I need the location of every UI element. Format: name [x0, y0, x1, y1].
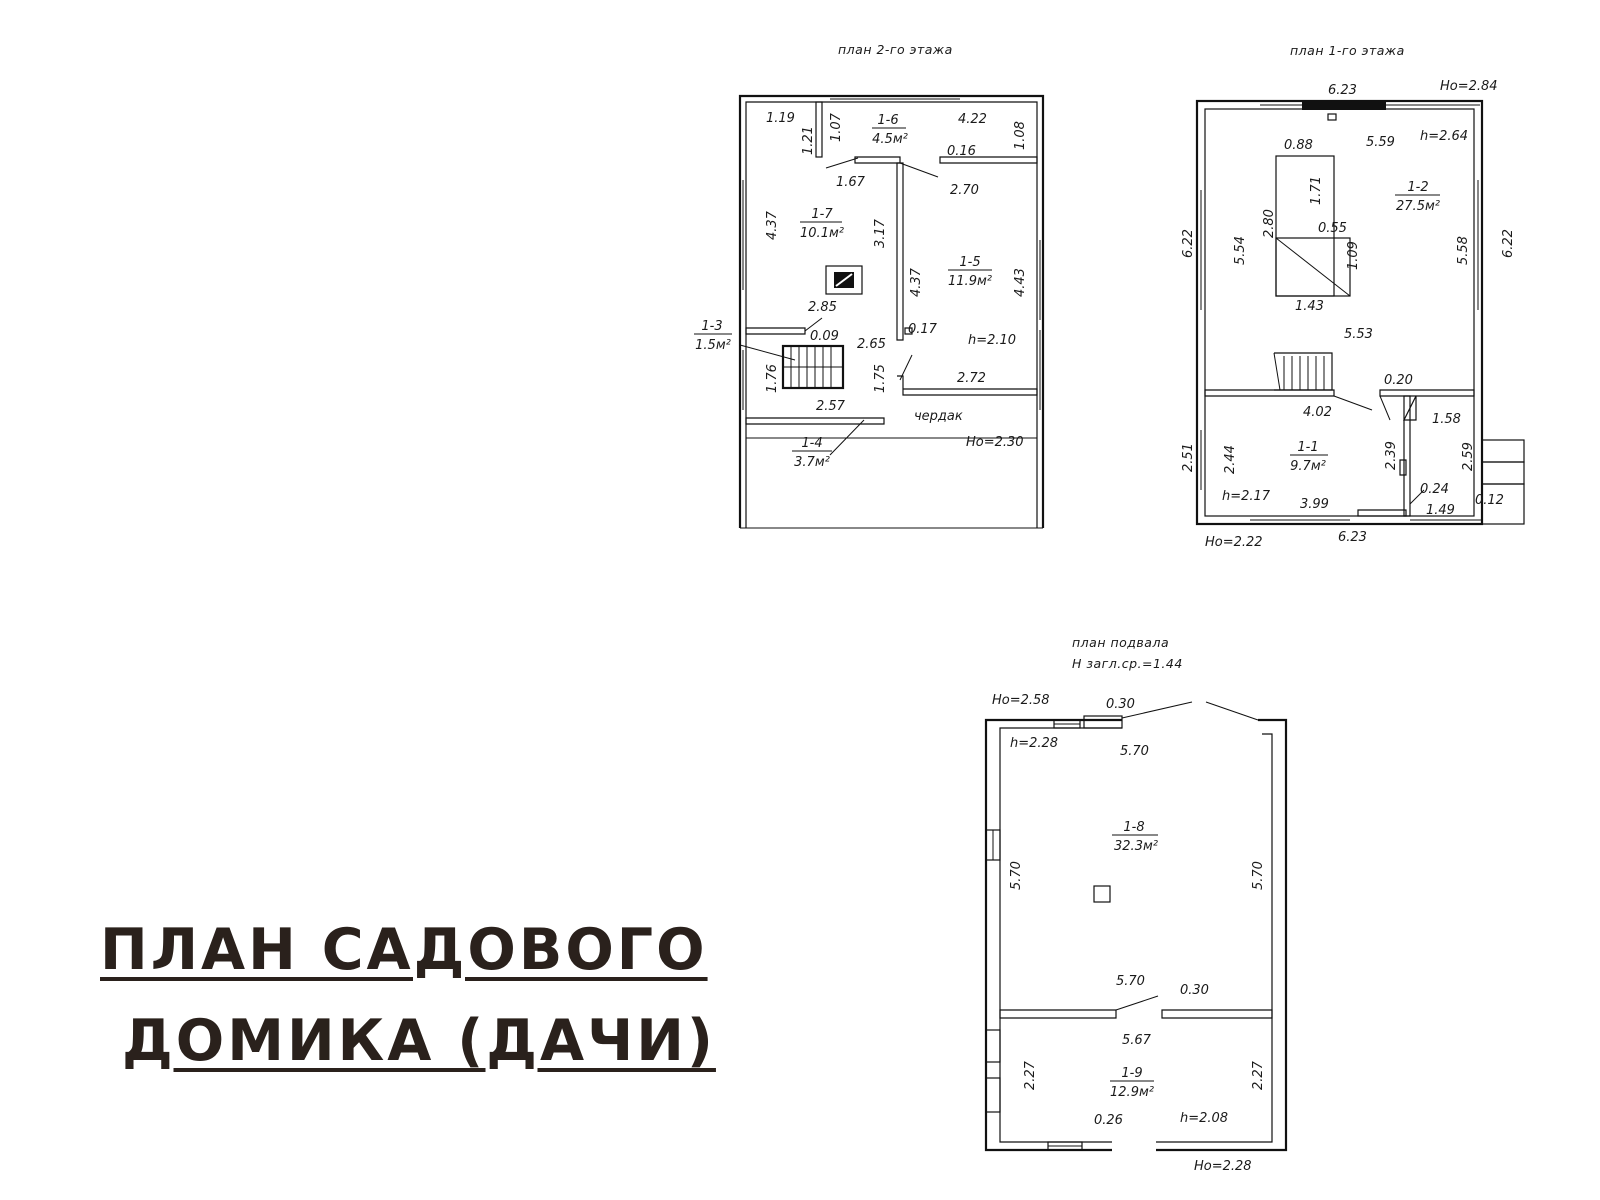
dim: Но=2.28 — [1194, 1159, 1252, 1174]
dim: 1.21 — [801, 126, 816, 155]
dim: 3.99 — [1300, 497, 1329, 512]
dim: 3.17 — [873, 218, 888, 248]
dim: h=2.64 — [1420, 129, 1468, 144]
room-1-8-id: 1-8 — [1123, 820, 1144, 835]
title-line-1: ПЛАН САДОВОГО — [100, 917, 708, 983]
dim: Но=2.84 — [1440, 79, 1498, 94]
dim: 2.27 — [1023, 1060, 1038, 1090]
dim: 5.58 — [1456, 236, 1471, 265]
dim: 0.20 — [1384, 373, 1413, 388]
room-1-7-id: 1-7 — [811, 207, 833, 222]
room-1-6-area: 4.5м² — [872, 132, 908, 147]
room-1-4-id: 1-4 — [801, 436, 822, 451]
dim: 5.70 — [1009, 861, 1024, 890]
dim: 4.02 — [1303, 405, 1332, 420]
dim: 0.24 — [1420, 482, 1449, 497]
first-floor-heading: план 1-го этажа — [1290, 43, 1405, 58]
room-1-5-area: 11.9м² — [948, 274, 992, 289]
dim: 5.67 — [1122, 1033, 1152, 1048]
title-line-2: ДОМИКА (ДАЧИ) — [122, 1008, 716, 1075]
dim: 6.22 — [1501, 229, 1516, 258]
room-1-1-id: 1-1 — [1297, 440, 1318, 455]
dim: 5.53 — [1344, 327, 1373, 342]
dim: 6.23 — [1328, 83, 1357, 98]
first-floor-plan: план 1-го этажа — [1181, 43, 1525, 550]
dim: 0.16 — [947, 144, 976, 159]
dim: 1.49 — [1426, 503, 1455, 518]
dim: 5.70 — [1251, 861, 1266, 890]
dim: 5.70 — [1120, 744, 1149, 759]
dim: 2.65 — [857, 337, 886, 352]
dim: Но=2.30 — [966, 435, 1024, 450]
dim: 2.44 — [1223, 445, 1238, 474]
room-1-3-area: 1.5м² — [695, 338, 731, 353]
dim: 1.71 — [1309, 176, 1324, 205]
dim: 1.08 — [1013, 121, 1028, 150]
dim: Но=2.22 — [1205, 535, 1263, 550]
dim: 4.22 — [958, 112, 987, 127]
dim: 2.51 — [1181, 443, 1196, 472]
dim: 6.22 — [1181, 229, 1196, 258]
dim: 1.76 — [765, 364, 780, 393]
room-1-1-area: 9.7м² — [1290, 459, 1326, 474]
dim: 0.26 — [1094, 1113, 1123, 1128]
attic-label: чердак — [914, 409, 963, 424]
room-1-7-area: 10.1м² — [800, 226, 844, 241]
dim: 2.57 — [816, 399, 846, 414]
room-1-2-id: 1-2 — [1407, 180, 1428, 195]
dim: 4.43 — [1013, 268, 1028, 297]
room-1-5-id: 1-5 — [959, 255, 980, 270]
basement-heading: план подвала — [1072, 635, 1169, 650]
dim: 5.54 — [1233, 236, 1248, 265]
dim: 2.59 — [1461, 442, 1476, 471]
second-floor-heading: план 2-го этажа — [838, 42, 953, 57]
dim: Но=2.58 — [992, 693, 1050, 708]
dim: 1.43 — [1295, 299, 1324, 314]
second-floor-plan: план 2-го этажа — [694, 42, 1045, 529]
room-1-4-area: 3.7м² — [794, 455, 830, 470]
dim: 2.85 — [808, 300, 837, 315]
page-title: ПЛАН САДОВОГО ДОМИКА (ДАЧИ) — [100, 905, 740, 1087]
dim: 0.09 — [810, 329, 839, 344]
dim: 0.12 — [1475, 493, 1504, 508]
room-1-9-area: 12.9м² — [1110, 1085, 1154, 1100]
room-1-9-id: 1-9 — [1121, 1066, 1142, 1081]
dim: 2.72 — [957, 371, 986, 386]
dim: 0.55 — [1318, 221, 1347, 236]
dim: 4.37 — [765, 210, 780, 240]
dim: 1.09 — [1346, 241, 1361, 270]
basement-subheading: Н загл.ср.=1.44 — [1072, 656, 1183, 671]
dim: 0.17 — [908, 322, 938, 337]
room-1-8-area: 32.3м² — [1114, 839, 1158, 854]
room-1-2-area: 27.5м² — [1396, 199, 1440, 214]
dim: 1.75 — [873, 364, 888, 393]
dim: 5.70 — [1116, 974, 1145, 989]
dim: 1.67 — [836, 175, 866, 190]
dim: h=2.10 — [968, 333, 1016, 348]
dim: 2.27 — [1251, 1060, 1266, 1090]
dim: h=2.08 — [1180, 1111, 1228, 1126]
dim: 1.19 — [766, 111, 795, 126]
dim: h=2.28 — [1010, 736, 1058, 751]
dim: 2.80 — [1262, 209, 1277, 238]
room-1-3-id: 1-3 — [701, 319, 722, 334]
dim: 1.07 — [829, 112, 844, 142]
dim: 6.23 — [1338, 530, 1367, 545]
dim: 1.58 — [1432, 412, 1461, 427]
dim: 0.88 — [1284, 138, 1313, 153]
dim: 0.30 — [1106, 697, 1135, 712]
dim: 2.70 — [950, 183, 979, 198]
dim: 4.37 — [909, 267, 924, 297]
dim: 5.59 — [1366, 135, 1395, 150]
room-1-6-id: 1-6 — [877, 113, 898, 128]
dim: 2.39 — [1384, 441, 1399, 470]
dim: 0.30 — [1180, 983, 1209, 998]
basement-plan: план подвала Н загл.ср.=1.44 1-8 32.3м² … — [984, 635, 1288, 1174]
dim: h=2.17 — [1222, 489, 1271, 504]
